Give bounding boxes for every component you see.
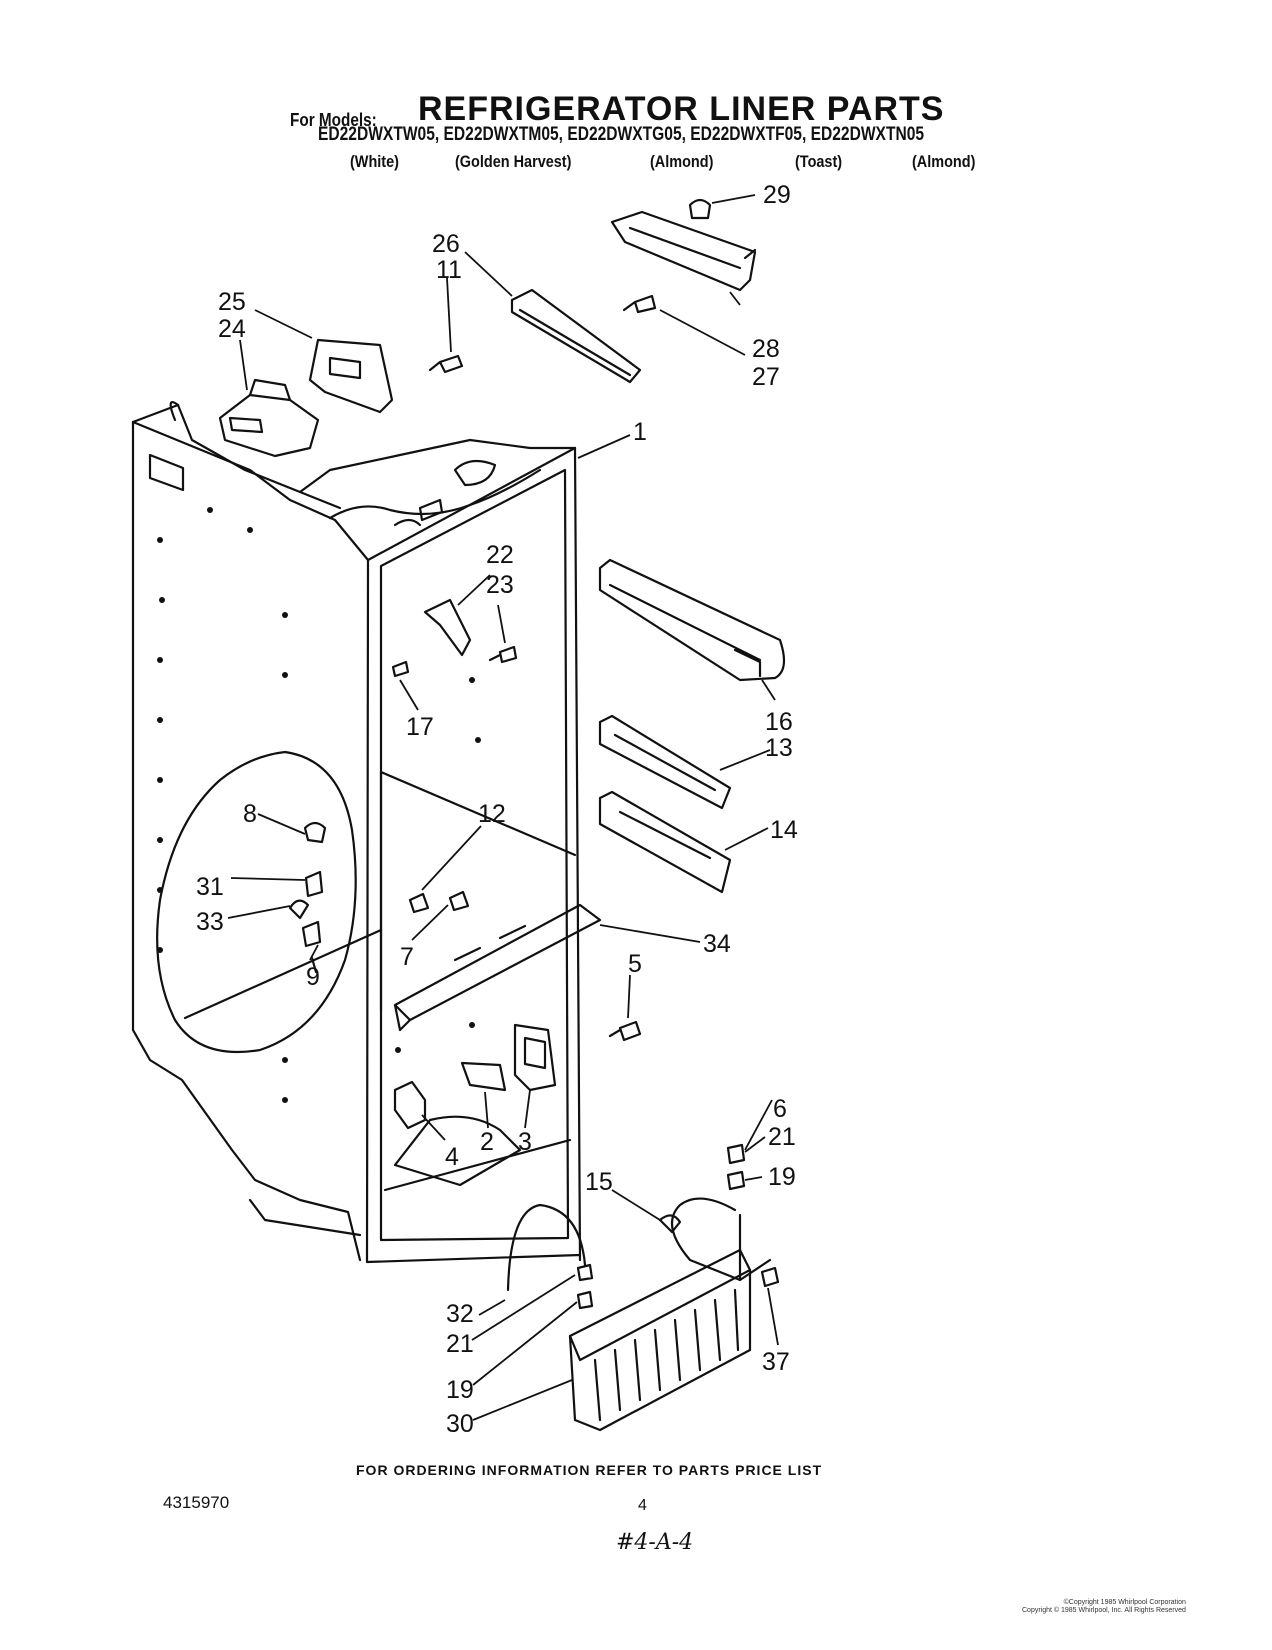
- callout-31: 30: [446, 1410, 474, 1438]
- part-25-bracket: [308, 338, 394, 414]
- part-29-holder: [304, 870, 324, 898]
- part-27-screw: [622, 294, 657, 314]
- callout-12: 12: [478, 800, 506, 828]
- callout-24: 24: [218, 315, 246, 343]
- handwritten-note: #4-A-4: [616, 1530, 694, 1555]
- part-number: 4315970: [163, 1493, 230, 1512]
- part-7-tube: [670, 1197, 742, 1282]
- part-3-housing: [513, 1023, 557, 1092]
- part-13-shelf-support: [598, 714, 732, 810]
- part-9-socket: [301, 920, 322, 974]
- part-15-heater: [658, 1214, 682, 1234]
- part-37-screw: [760, 1266, 780, 1288]
- part-11-screw: [428, 354, 464, 374]
- part-19-fitting: [576, 1170, 746, 1310]
- finish-almond-2: (Almond): [912, 152, 976, 171]
- callout-37: 37: [762, 1348, 790, 1376]
- callout-27: 27: [752, 363, 780, 391]
- callout-28: 28: [752, 335, 780, 363]
- model-numbers: ED22DWXTW05, ED22DWXTM05, ED22DWXTG05, E…: [318, 124, 925, 145]
- part-21-fitting: [576, 1143, 746, 1282]
- finish-white: (White): [350, 152, 399, 171]
- part-12-screw: [408, 892, 430, 914]
- callout-3: 3: [518, 1128, 532, 1156]
- part-32-tube: [506, 1203, 587, 1292]
- part-16-crisper-rail: [598, 558, 786, 682]
- ordering-note: FOR ORDERING INFORMATION REFER TO PARTS …: [356, 1462, 823, 1478]
- callout-6: 7: [400, 943, 414, 971]
- for-models-label: For Models:: [290, 110, 377, 130]
- callout-2: 2: [480, 1128, 494, 1156]
- refrigerator-liner-body: [131, 401, 582, 1264]
- callout-1: 1: [633, 418, 647, 446]
- page-number: 4: [638, 1497, 647, 1514]
- copyright-line-2: Copyright © 1985 Whirlpool, Inc. All Rig…: [1022, 1607, 1186, 1614]
- callout-34: 34: [703, 930, 731, 958]
- finish-toast: (Toast): [795, 152, 843, 171]
- finish-golden-harvest: (Golden Harvest): [455, 152, 572, 171]
- part-17-screw: [391, 660, 410, 678]
- part-24-control-housing: [218, 378, 320, 458]
- callout-30: 29: [763, 181, 791, 209]
- part-8-clip: [303, 821, 327, 844]
- part-31-drain-trough: [568, 1248, 752, 1432]
- callout-21-upper: 21: [768, 1123, 796, 1151]
- leader-lines: [227, 194, 779, 1421]
- finish-almond: (Almond): [650, 152, 714, 171]
- callout-17: 17: [406, 713, 434, 741]
- part-14-shelf-support: [598, 790, 732, 894]
- callout-19-lower: 19: [446, 1376, 474, 1404]
- callout-8: 8: [243, 800, 257, 828]
- callout-21-lower: 21: [446, 1330, 474, 1358]
- part-30-bulb: [688, 198, 712, 220]
- part-22-bracket: [423, 598, 472, 657]
- callout-22: 22: [486, 541, 514, 569]
- part-5-screw: [608, 1020, 642, 1042]
- callout-25: 25: [218, 288, 246, 316]
- liner-rivet-dots: [157, 507, 481, 1103]
- callout-11: 11: [436, 256, 462, 284]
- callout-23: 23: [486, 571, 514, 599]
- page-title: REFRIGERATOR LINER PARTS: [418, 90, 945, 128]
- part-4-block: [393, 1080, 427, 1130]
- part-2-bracket: [460, 1061, 507, 1092]
- copyright-line-1: ©Copyright 1985 Whirlpool Corporation: [1063, 1599, 1186, 1606]
- part-23-screw: [488, 645, 518, 664]
- callout-labels: 29 26 11 25 24 28 27 1 22 23 17 16 13 14…: [196, 181, 798, 1438]
- callout-13: 13: [765, 734, 793, 762]
- part-33-bulb: [288, 899, 310, 920]
- callout-26: 26: [432, 230, 460, 258]
- callout-5: 5: [628, 950, 642, 978]
- callout-33: 33: [196, 908, 224, 936]
- callout-15: 15: [585, 1168, 613, 1196]
- part-28-light-shield: [610, 210, 757, 292]
- part-6-screw: [448, 890, 470, 912]
- callout-32: 32: [446, 1300, 474, 1328]
- callout-16: 16: [765, 708, 793, 736]
- callout-29: 31: [196, 873, 224, 901]
- callout-9: 9: [306, 963, 320, 991]
- copyright-notice: ©Copyright 1985 Whirlpool Corporation Co…: [1022, 1599, 1186, 1615]
- callout-4: 4: [445, 1143, 459, 1171]
- part-26-channel: [510, 288, 642, 384]
- detail-callout-circle: [156, 750, 357, 1054]
- callout-7: 6: [773, 1095, 787, 1123]
- callout-19-upper: 19: [768, 1163, 796, 1191]
- callout-14: 14: [770, 816, 798, 844]
- part-34-louver: [393, 903, 602, 1032]
